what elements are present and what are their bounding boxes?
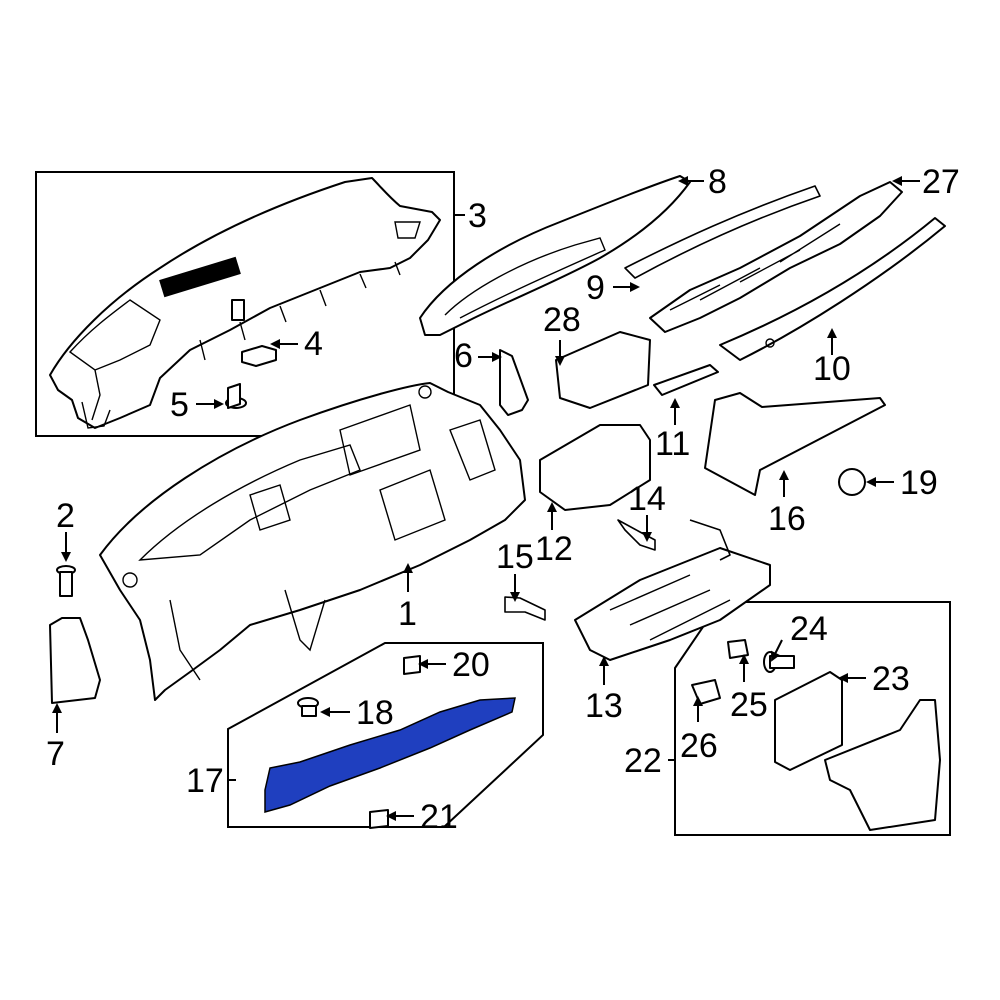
leader-lines [52,176,920,821]
callout-12: 12 [535,530,573,568]
callout-7: 7 [46,735,65,773]
part-trim-strip [624,185,821,279]
callout-18: 18 [356,694,394,732]
part-clip-21 [369,809,389,829]
callout-11: 11 [655,425,690,463]
callout-26: 26 [680,727,718,765]
part-bolt-2 [56,565,76,597]
part-bracket-7 [49,617,101,704]
part-screw-24 [763,651,795,673]
part-cover-11 [653,364,719,396]
part-bracket-23 [774,671,843,771]
part-cover-6 [499,349,529,416]
callout-9: 9 [586,269,605,307]
part-instrument-panel-main [99,382,526,701]
callout-17: 17 [186,762,224,800]
part-defroster-duct [649,181,903,333]
callout-1: 1 [398,595,417,633]
callout-19: 19 [900,464,938,502]
part-bracket-14 [617,519,656,551]
part-clip-25 [727,639,749,659]
callout-6: 6 [454,337,473,375]
callout-8: 8 [708,163,727,201]
callout-25: 25 [730,686,768,724]
part-bracket-15 [504,596,546,621]
part-glove-box-reinforcement [264,697,516,813]
part-clip-26 [691,679,721,705]
part-bolt-5 [225,299,247,409]
callout-3: 3 [468,197,487,235]
callout-24: 24 [790,610,828,648]
part-clip-4 [241,345,277,367]
callout-5: 5 [170,386,189,424]
callout-22: 22 [624,742,662,780]
callout-21: 21 [420,798,458,836]
part-nut [838,468,866,496]
callout-28: 28 [543,301,581,339]
callout-16: 16 [768,500,806,538]
callout-2: 2 [56,497,75,535]
callout-4: 4 [304,325,323,363]
part-clip-20 [403,655,421,675]
group-box-glove-box-reinforcement [227,642,544,828]
part-screw-18 [297,697,319,717]
callout-labels: 1 2 3 4 5 6 7 8 9 10 11 12 13 14 15 16 1… [46,163,960,836]
callout-15: 15 [496,538,534,576]
part-center-vent [555,331,651,409]
part-trim-16 [704,392,886,496]
callout-10: 10 [813,350,851,388]
callout-23: 23 [872,660,910,698]
part-knee-panel [824,699,941,831]
callout-27: 27 [922,163,960,201]
callout-14: 14 [628,480,666,518]
part-glove-box [574,519,771,661]
callout-13: 13 [585,687,623,725]
part-trim-panel-10 [719,217,946,361]
part-module-12 [539,424,651,511]
callout-20: 20 [452,646,490,684]
